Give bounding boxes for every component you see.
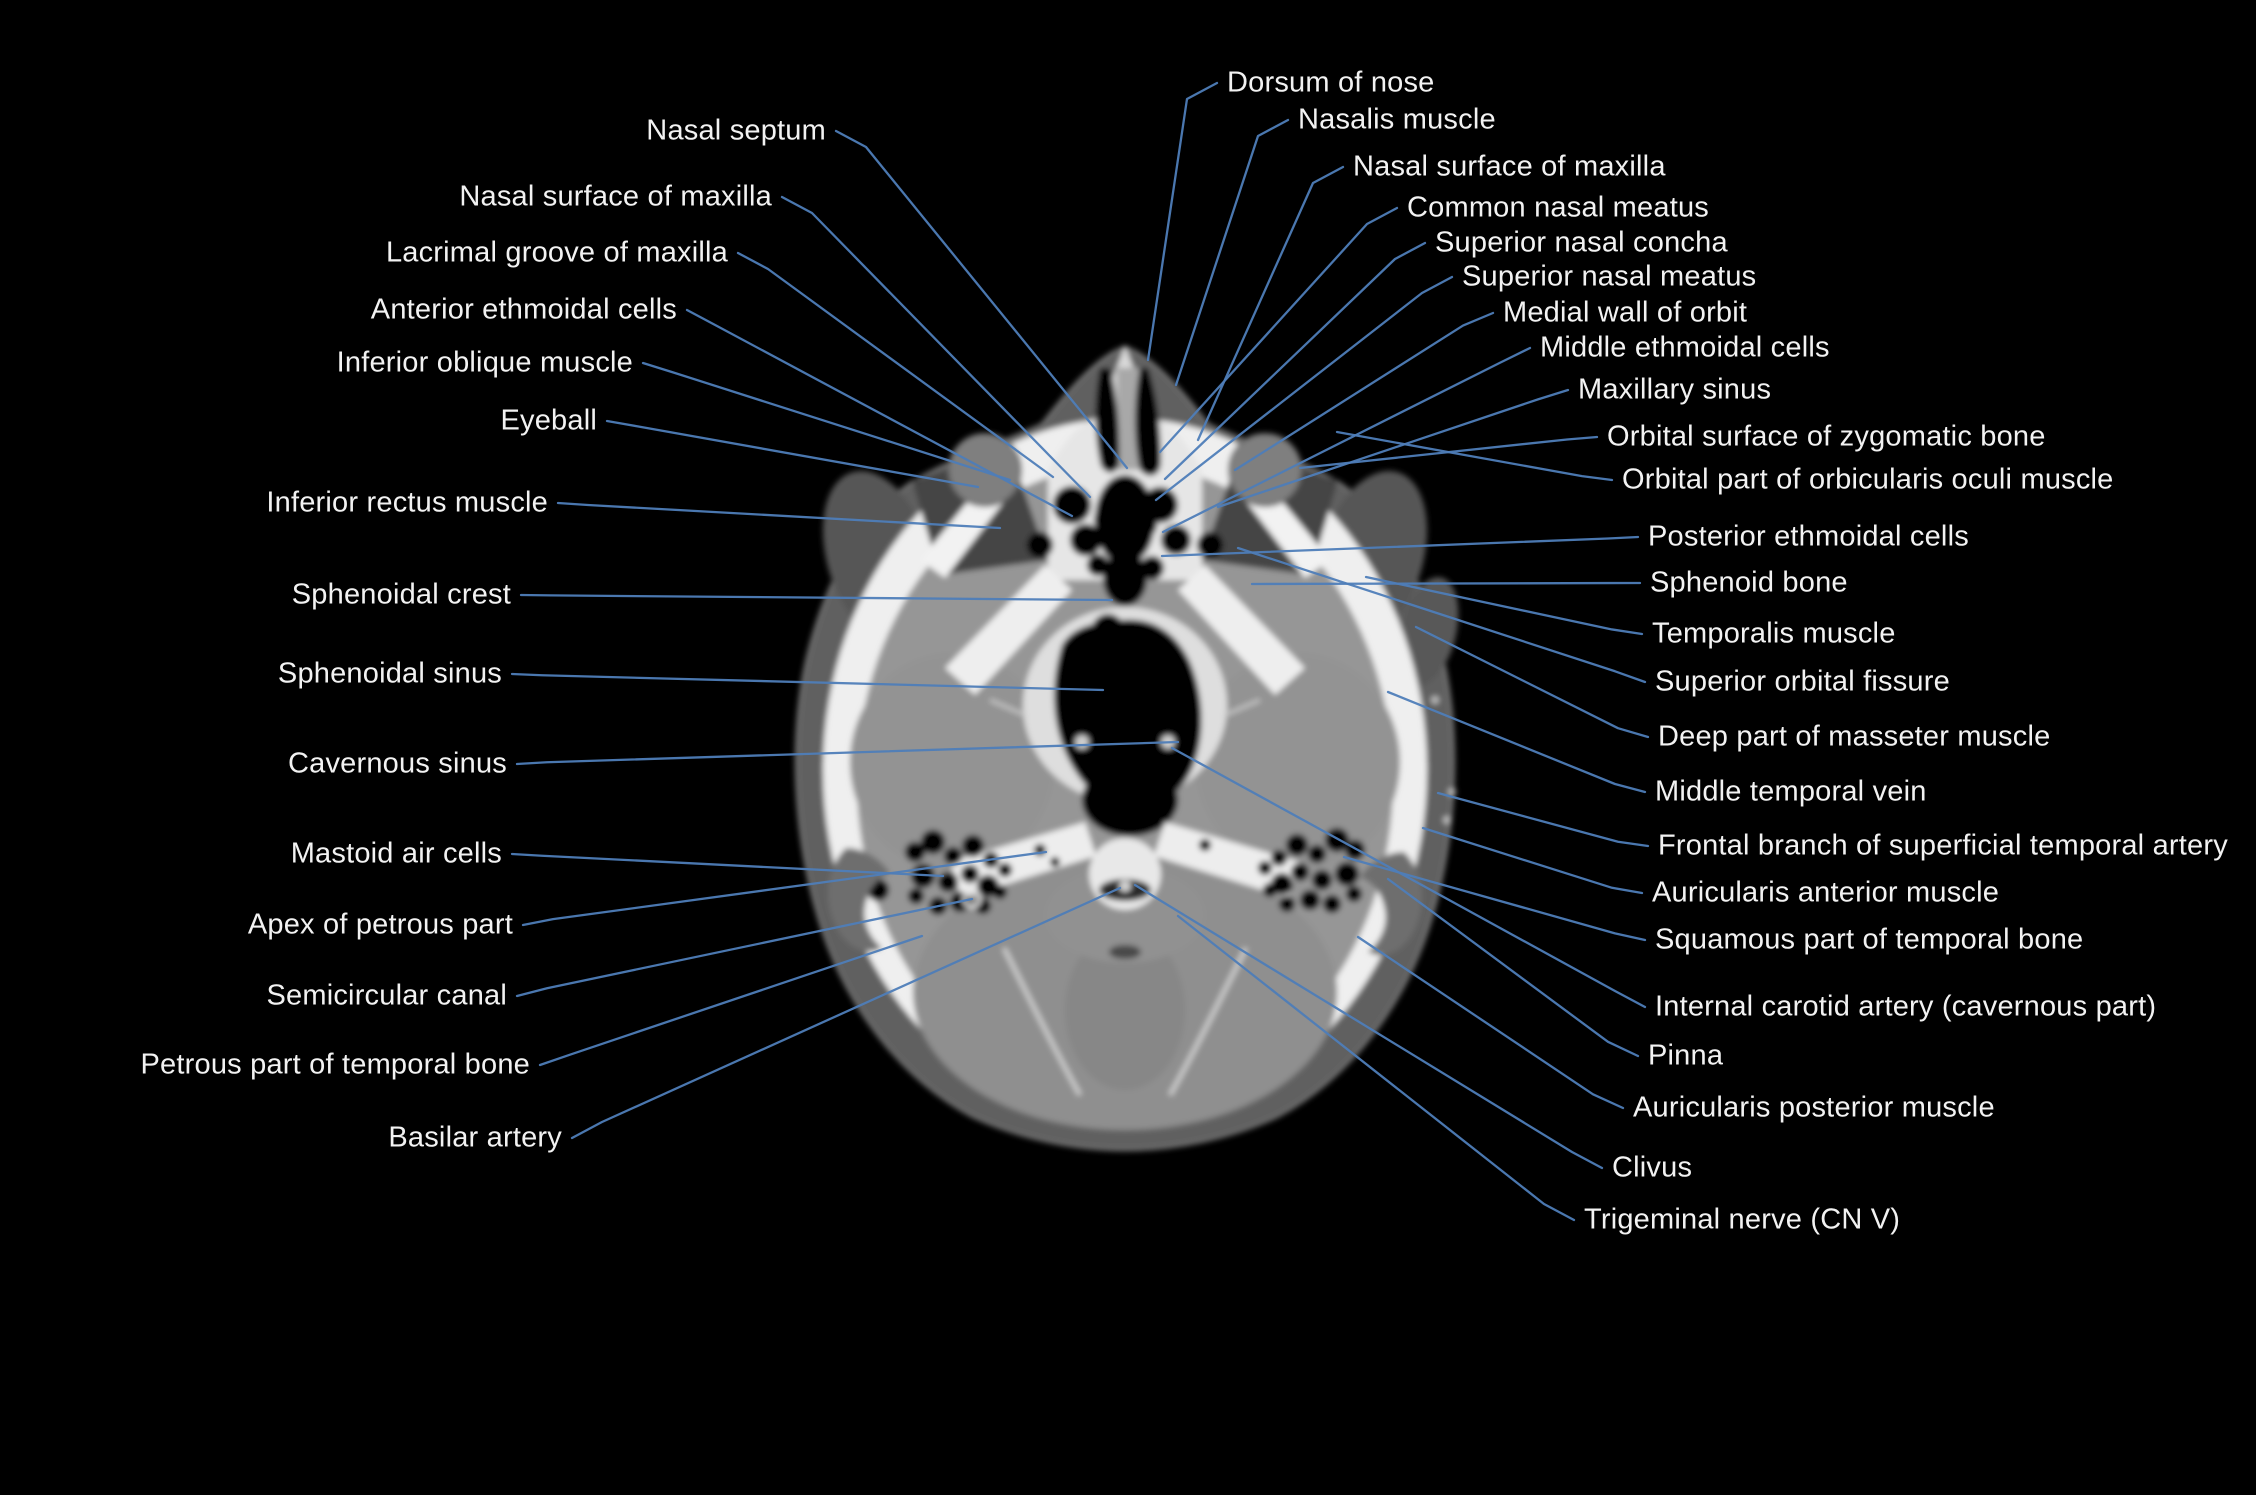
leader-line-medial-wall-of-orbit bbox=[1233, 311, 1495, 472]
leader-line-sphenoidal-crest bbox=[519, 593, 1114, 602]
leader-line-frontal-branch-of-superficial-temporal-artery bbox=[1436, 791, 1650, 848]
leader-line-nasal-septum bbox=[834, 129, 1129, 470]
leader-lines bbox=[510, 81, 1650, 1222]
temporal-lobe-right bbox=[1196, 654, 1400, 870]
sphenoid-wing-left bbox=[945, 565, 1072, 695]
leader-line-petrous-part-of-temporal-bone bbox=[538, 934, 924, 1067]
pons bbox=[1045, 867, 1205, 963]
leader-line-inferior-oblique-muscle bbox=[641, 361, 1012, 482]
nasal-cavity-right bbox=[1135, 368, 1161, 476]
leader-line-nasal-surface-of-maxilla bbox=[1196, 165, 1345, 442]
leader-line-middle-temporal-vein bbox=[1386, 690, 1647, 794]
nasal-septum bbox=[1117, 368, 1139, 470]
petrous-bone-right bbox=[1154, 822, 1300, 898]
choana bbox=[1095, 475, 1155, 565]
fourth-ventricle bbox=[1109, 945, 1141, 959]
leader-line-clivus bbox=[1133, 883, 1604, 1170]
leader-line-sphenoidal-sinus bbox=[510, 672, 1105, 692]
leader-line-mastoid-air-cells bbox=[510, 852, 945, 878]
leader-line-squamous-part-of-temporal-bone bbox=[1342, 855, 1647, 942]
temporal-lobe-left bbox=[850, 654, 1054, 870]
ethmoidal-air-cells bbox=[1027, 486, 1223, 580]
leader-line-auricularis-anterior-muscle bbox=[1421, 826, 1644, 895]
leader-line-orbital-surface-of-zygomatic-bone bbox=[1298, 435, 1599, 470]
leader-line-apex-of-petrous-part bbox=[521, 850, 1048, 927]
semicircular-canal-left bbox=[962, 889, 982, 909]
leader-line-anterior-ethmoidal-cells bbox=[685, 308, 1074, 518]
mca-right bbox=[1224, 698, 1261, 717]
temporal-vessel-dot-2 bbox=[1443, 816, 1451, 824]
leader-line-cavernous-sinus bbox=[515, 740, 1180, 766]
leader-line-orbital-part-of-orbicularis-oculi-muscle bbox=[1335, 430, 1614, 482]
leader-line-eyeball bbox=[605, 419, 980, 489]
leader-line-common-nasal-meatus bbox=[1158, 206, 1399, 454]
sphenoid-sinus-anterior bbox=[1092, 614, 1124, 646]
leader-line-lacrimal-groove-of-maxilla bbox=[736, 251, 1055, 479]
leader-line-trigeminal-nerve-cn-v bbox=[1176, 914, 1576, 1222]
leader-line-superior-nasal-concha bbox=[1163, 241, 1427, 481]
basilar-artery-dot bbox=[1119, 880, 1131, 892]
eyeball-right bbox=[1228, 433, 1302, 507]
leader-line-pinna bbox=[1386, 877, 1640, 1058]
leader-line-nasal-surface-of-maxilla bbox=[780, 195, 1092, 499]
petrous-apex-cells bbox=[1034, 839, 1211, 867]
ct-axial-slice bbox=[795, 345, 1459, 1152]
carotid-artery-left bbox=[1075, 735, 1089, 749]
temporal-vein-dot bbox=[1431, 696, 1439, 704]
leader-line-dorsum-of-nose bbox=[1146, 81, 1219, 362]
leader-line-inferior-rectus-muscle bbox=[556, 501, 1002, 530]
leader-line-sphenoid-bone bbox=[1250, 581, 1642, 586]
leader-line-posterior-ethmoidal-cells bbox=[1160, 535, 1640, 558]
tentorium-left bbox=[1001, 946, 1083, 1097]
temporal-vessel-dot-1 bbox=[1448, 788, 1456, 796]
leader-line-nasalis-muscle bbox=[1174, 118, 1290, 387]
leader-line-auricularis-posterior-muscle bbox=[1356, 935, 1625, 1110]
mca-left bbox=[989, 698, 1026, 717]
leader-line-deep-part-of-masseter-muscle bbox=[1414, 625, 1650, 739]
vermis bbox=[1065, 930, 1185, 1090]
leader-line-internal-carotid-artery-cavernous-part bbox=[1170, 746, 1647, 1009]
leader-line-superior-orbital-fissure bbox=[1236, 546, 1647, 684]
leader-line-superior-nasal-meatus bbox=[1154, 275, 1454, 502]
leader-line-semicircular-canal bbox=[515, 897, 974, 998]
sphenoid-wing-right bbox=[1178, 565, 1305, 695]
tentorium-right bbox=[1167, 946, 1249, 1097]
leader-line-temporalis-muscle bbox=[1364, 575, 1644, 636]
mastoid-air-cells-right bbox=[1258, 828, 1365, 913]
leader-line-middle-ethmoidal-cells bbox=[1161, 346, 1532, 534]
leader-line-basilar-artery bbox=[570, 886, 1122, 1140]
nasal-cavity-left bbox=[1095, 368, 1120, 473]
sphenoid-sinus-pocket bbox=[1132, 745, 1172, 785]
nasopharynx bbox=[1103, 550, 1147, 606]
leader-line-maxillary-sinus bbox=[1216, 388, 1570, 509]
